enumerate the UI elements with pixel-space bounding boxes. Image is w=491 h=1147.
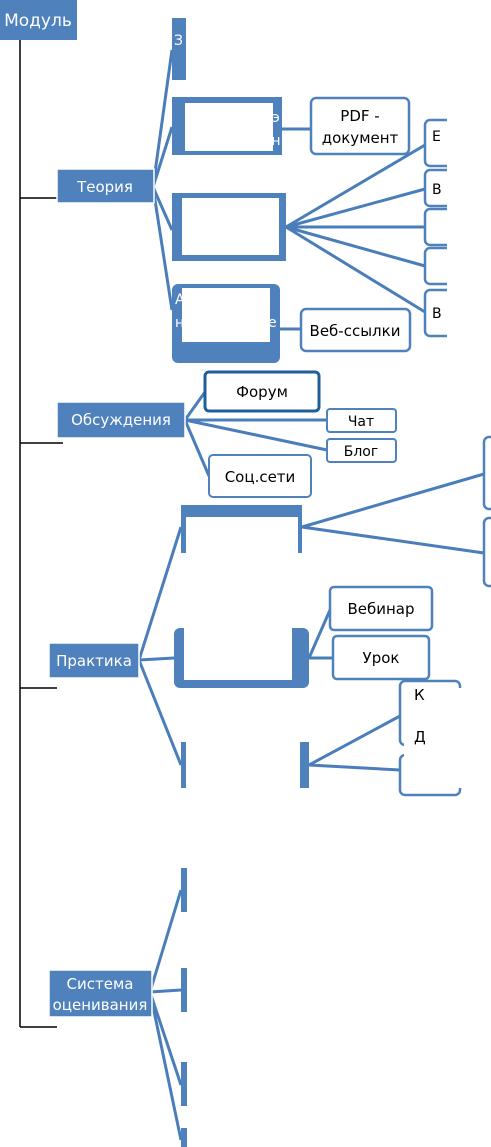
section-label-assessment-line2: оценивания xyxy=(53,996,148,1014)
section-node-discussions: Обсуждения xyxy=(56,401,186,439)
theory-right-partial-2: В xyxy=(432,182,442,198)
practice-task-partial-2: Д xyxy=(414,728,426,746)
theory-right-partial-1: E xyxy=(432,129,441,145)
assessment-subnode-2 xyxy=(181,968,187,1012)
right-crop-mask-2 xyxy=(404,688,491,788)
root-label: Модуль xyxy=(4,11,72,31)
right-crop-mask-1 xyxy=(447,110,491,350)
pdf-document-label-line1: PDF - xyxy=(340,107,379,125)
web-links-label: Веб-ссылки xyxy=(310,322,401,340)
section-label-practice: Практика xyxy=(56,652,132,670)
section-node-practice: Практика xyxy=(48,642,140,679)
assessment-subnodes xyxy=(181,868,187,1147)
connector-lines xyxy=(137,49,485,1141)
theory-resources-partial-3: е xyxy=(268,315,277,331)
practice-node-tasks xyxy=(181,734,309,790)
assessment-subnode-3 xyxy=(181,1062,187,1106)
assessment-subnode-4 xyxy=(181,1128,187,1147)
theory-resources-partial-2: н xyxy=(175,315,184,331)
section-label-discussions: Обсуждения xyxy=(71,411,171,429)
assessment-subnode-1 xyxy=(181,868,187,912)
pdf-document-node: PDF - документ xyxy=(309,96,411,156)
blog-label: Блог xyxy=(344,444,378,460)
tree-lines xyxy=(19,40,63,1028)
theory-right-partial-3: В xyxy=(432,306,442,322)
root-node: Модуль xyxy=(0,0,77,40)
theory-node-document: э н xyxy=(172,97,282,155)
webinar-node: Вебинар xyxy=(328,585,434,632)
section-label-assessment-line1: Система xyxy=(67,975,134,993)
theory-node-resources: А н е xyxy=(172,284,280,363)
practice-right-nodes xyxy=(482,435,491,588)
section-node-assessment: Система оценивания xyxy=(48,969,153,1018)
chat-node: Чат xyxy=(326,408,397,433)
pdf-document-label-line2: документ xyxy=(322,129,399,147)
chat-label: Чат xyxy=(348,414,374,430)
practice-right-node-1 xyxy=(482,435,491,511)
lesson-node: Урок xyxy=(331,634,431,681)
practice-node-sessions xyxy=(174,622,309,688)
theory-top-partial-text: З xyxy=(174,33,183,49)
webinar-label: Вебинар xyxy=(347,600,414,618)
theory-document-partial-2: н xyxy=(271,133,280,149)
section-label-theory: Теория xyxy=(76,178,133,196)
forum-node: Форум xyxy=(203,370,321,413)
practice-right-node-2 xyxy=(482,516,491,588)
web-links-node: Веб-ссылки xyxy=(299,307,412,353)
section-node-theory: Теория xyxy=(56,168,155,204)
theory-node-top: З xyxy=(172,18,186,80)
lesson-label: Урок xyxy=(363,649,400,667)
theory-node-media xyxy=(172,193,286,261)
theory-resources-partial-1: А xyxy=(175,292,185,308)
blog-node: Блог xyxy=(326,438,397,463)
social-node: Соц.сети xyxy=(208,454,312,498)
social-label: Соц.сети xyxy=(225,468,296,486)
practice-task-partial-1: К xyxy=(414,686,425,704)
practice-node-lab xyxy=(181,505,302,563)
forum-label: Форум xyxy=(236,383,288,401)
theory-document-partial-1: э xyxy=(272,110,280,126)
